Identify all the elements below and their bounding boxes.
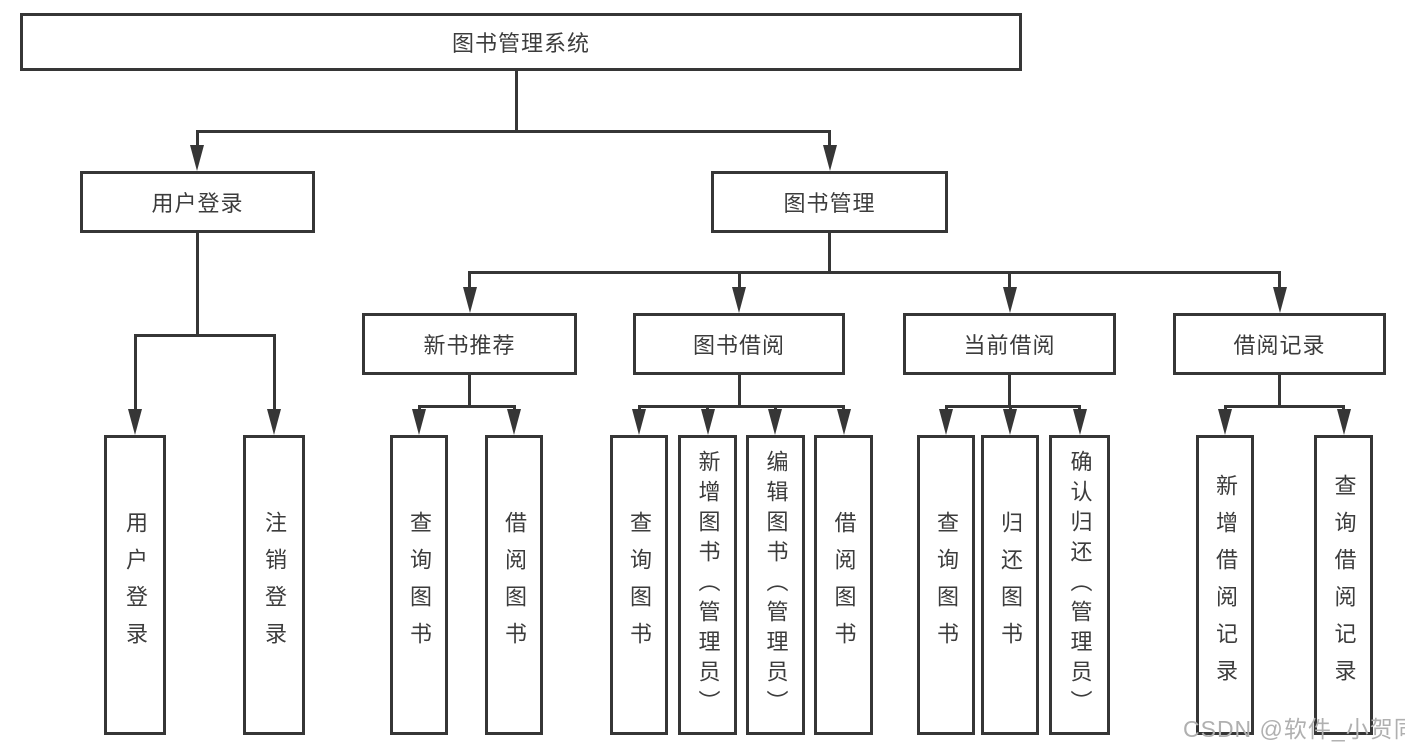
leaf-recommend-borrow-books: 借阅图书 [485, 435, 543, 735]
arrow-down-icon [1073, 409, 1087, 435]
arrow-down-icon [632, 409, 646, 435]
leaf-user-login: 用户登录 [104, 435, 166, 735]
leaf-return-books: 归还图书 [981, 435, 1039, 735]
leaf-add-borrow-record-label: 新增借阅记录 [1213, 474, 1238, 696]
connector-line [196, 233, 199, 336]
connector-line [1278, 375, 1281, 408]
node-current-borrowing-label: 当前借阅 [963, 333, 1056, 358]
connector-line [1008, 271, 1011, 292]
arrow-down-icon [823, 145, 837, 171]
leaf-current-query-books: 查询图书 [917, 435, 975, 735]
node-borrow-records-label: 借阅记录 [1233, 333, 1326, 358]
node-borrow-records: 借阅记录 [1173, 313, 1386, 375]
connector-line [738, 375, 741, 408]
leaf-borrowing-query-books: 查询图书 [610, 435, 668, 735]
leaf-add-books-admin-label: 新增图书（管理员） [695, 450, 721, 720]
node-book-borrowing-label: 图书借阅 [692, 333, 785, 358]
connector-line [418, 405, 516, 408]
node-root-label: 图书管理系统 [451, 31, 590, 56]
leaf-logout: 注销登录 [243, 435, 305, 735]
leaf-edit-books-admin: 编辑图书（管理员） [746, 435, 805, 735]
arrow-down-icon [1003, 287, 1017, 313]
connector-line [1224, 405, 1345, 408]
connector-line [196, 130, 831, 133]
leaf-edit-books-admin-label: 编辑图书（管理员） [763, 450, 789, 720]
leaf-add-borrow-record: 新增借阅记录 [1196, 435, 1254, 735]
arrow-down-icon [190, 145, 204, 171]
leaf-borrow-books: 借阅图书 [814, 435, 873, 735]
node-book-borrowing: 图书借阅 [633, 313, 845, 375]
node-root: 图书管理系统 [20, 13, 1022, 71]
node-book-management-label: 图书管理 [783, 191, 876, 216]
arrow-down-icon [1003, 409, 1017, 435]
node-book-management: 图书管理 [711, 171, 948, 233]
arrow-down-icon [267, 409, 281, 435]
arrow-down-icon [1273, 287, 1287, 313]
node-current-borrowing: 当前借阅 [903, 313, 1116, 375]
leaf-recommend-borrow-books-label: 借阅图书 [502, 511, 527, 659]
leaf-confirm-return-admin-label: 确认归还（管理员） [1067, 450, 1093, 720]
node-new-book-recommend: 新书推荐 [362, 313, 577, 375]
node-user-login-label: 用户登录 [151, 191, 244, 216]
connector-line [468, 375, 471, 408]
arrow-down-icon [701, 409, 715, 435]
leaf-add-books-admin: 新增图书（管理员） [678, 435, 737, 735]
connector-line [273, 334, 276, 412]
connector-line [738, 271, 741, 292]
connector-line [468, 271, 1280, 274]
connector-line [1278, 271, 1281, 292]
arrow-down-icon [768, 409, 782, 435]
leaf-query-borrow-record-label: 查询借阅记录 [1331, 474, 1357, 696]
leaf-logout-label: 注销登录 [262, 511, 287, 659]
arrow-down-icon [463, 287, 477, 313]
arrow-down-icon [128, 409, 142, 435]
leaf-query-borrow-record: 查询借阅记录 [1314, 435, 1373, 735]
leaf-recommend-query-books: 查询图书 [390, 435, 448, 735]
leaf-borrowing-query-books-label: 查询图书 [627, 511, 652, 659]
connector-line [1008, 375, 1011, 408]
arrow-down-icon [1337, 409, 1351, 435]
connector-line [515, 70, 518, 133]
leaf-confirm-return-admin: 确认归还（管理员） [1049, 435, 1110, 735]
arrow-down-icon [412, 409, 426, 435]
leaf-recommend-query-books-label: 查询图书 [407, 511, 432, 659]
arrow-down-icon [939, 409, 953, 435]
connector-line [638, 405, 845, 408]
connector-line [468, 271, 471, 292]
arrow-down-icon [837, 409, 851, 435]
leaf-user-login-label: 用户登录 [123, 511, 148, 659]
arrow-down-icon [507, 409, 521, 435]
connector-line [828, 130, 831, 150]
node-new-book-recommend-label: 新书推荐 [423, 333, 516, 358]
connector-line [945, 405, 1081, 408]
arrow-down-icon [732, 287, 746, 313]
connector-line [134, 334, 276, 337]
arrow-down-icon [1218, 409, 1232, 435]
node-user-login: 用户登录 [80, 171, 315, 233]
connector-line [828, 233, 831, 273]
connector-line [196, 130, 199, 150]
connector-line [134, 334, 137, 412]
leaf-borrow-books-label: 借阅图书 [831, 511, 857, 659]
csdn-watermark: CSDN @软件_小贺同学 [1183, 716, 1405, 742]
leaf-return-books-label: 归还图书 [998, 511, 1023, 659]
leaf-current-query-books-label: 查询图书 [934, 511, 959, 659]
